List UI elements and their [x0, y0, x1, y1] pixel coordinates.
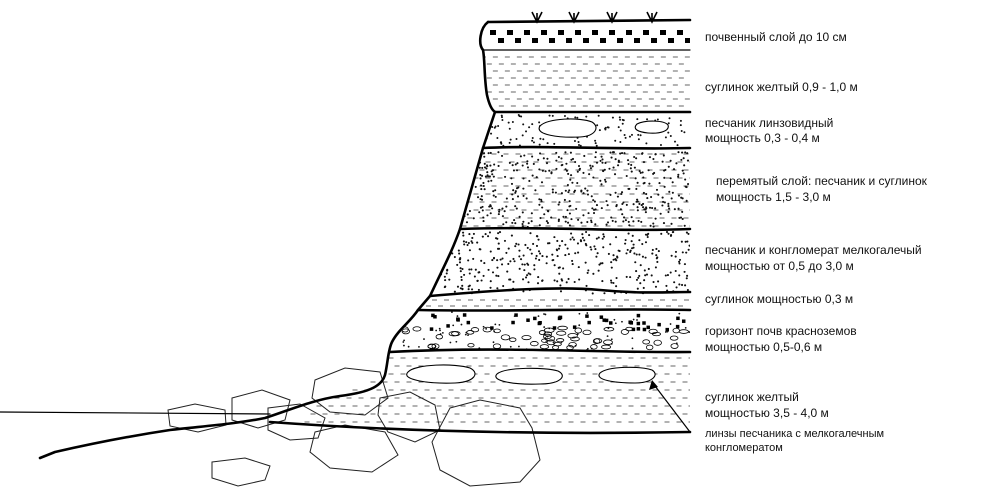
cliff-profile: [40, 22, 495, 458]
paleosol-layer-fill: [402, 311, 690, 351]
loam-thin-layer-fill: [420, 300, 689, 306]
soil-layer-fill: [490, 30, 691, 43]
label-soil: почвенный слой до 10 см: [705, 30, 847, 44]
label-disturbed: перемятый слой: песчаник и суглинок мощн…: [716, 174, 930, 204]
sandstone-lenses-lower: [407, 365, 655, 384]
label-loam-yellow-lower: суглинок желтый мощностью 3,5 - 4,0 м: [705, 390, 829, 420]
layer-boundaries: [0, 20, 690, 433]
boulder: [212, 458, 270, 486]
layer-labels: почвенный слой до 10 см суглинок желтый …: [705, 30, 930, 454]
label-sandstone-lenticular: песчаник линзовидный мощность 0,3 - 0,4 …: [705, 116, 837, 145]
boulder: [378, 392, 440, 442]
boulder: [310, 425, 398, 472]
label-loam-thin: суглинок мощностью 0,3 м: [705, 292, 853, 306]
boulder: [312, 368, 388, 415]
label-sandstone-conglomerate: песчаник и конгломерат мелкогалечый мощн…: [705, 243, 925, 273]
sandstone-conglomerate-layer-fill: [429, 231, 691, 295]
label-loam-yellow-upper: суглинок желтый 0,9 - 1,0 м: [705, 80, 858, 94]
label-paleosol: горизонт почв красноземов мощностью 0,5-…: [705, 324, 860, 354]
label-callout-lenses: линзы песчаника с мелкогалечным конгломе…: [705, 428, 887, 454]
loam-upper-layer-fill: [481, 57, 690, 106]
sandstone-lenses-upper: [539, 119, 668, 137]
boulder: [432, 400, 540, 486]
disturbed-layer-fill: [459, 151, 695, 228]
